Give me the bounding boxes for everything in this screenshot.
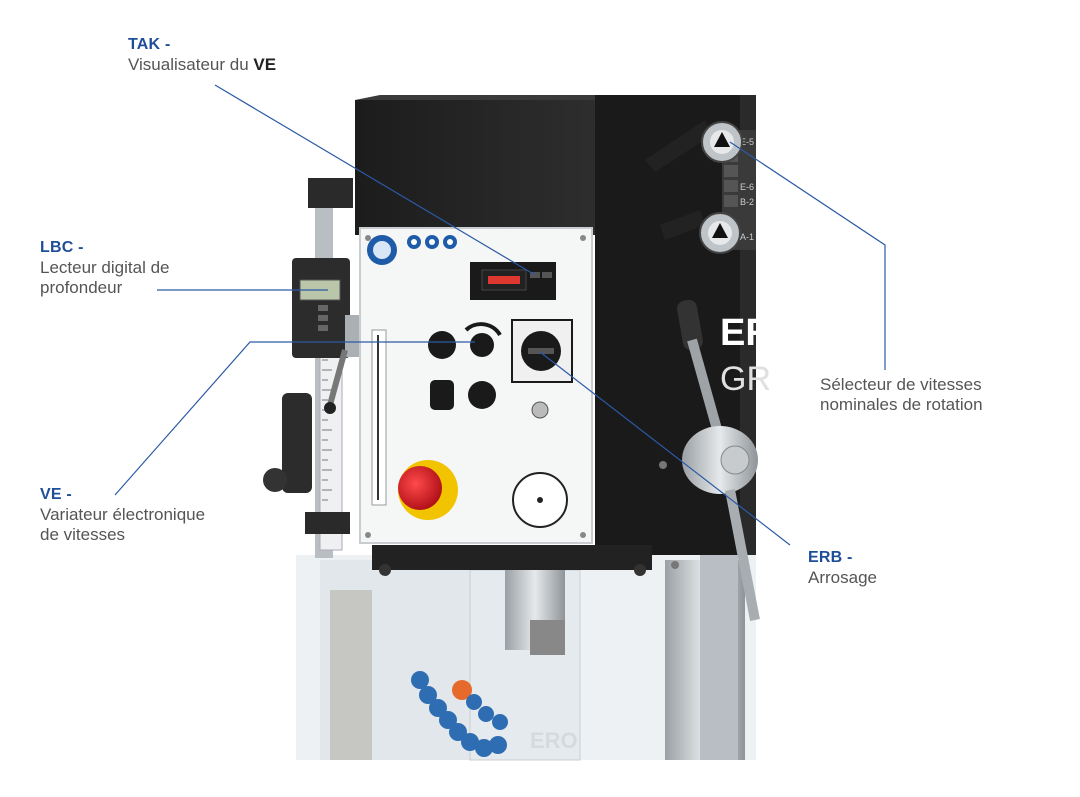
callout-tak-desc: Visualisateur du VE (128, 55, 276, 75)
ve-display-tak (470, 262, 556, 300)
emergency-stop-icon (398, 460, 458, 520)
leader-line-tak (214, 84, 536, 276)
callout-ve: VE - Variateur électronique de vitesses (40, 485, 205, 545)
brand-text-1: ER (720, 312, 773, 354)
callout-lbc-code: LBC - (40, 239, 84, 256)
callout-tak-code: TAK - (128, 36, 171, 53)
face-shield-icon (443, 235, 457, 249)
speed-selector-knob-lower (660, 210, 741, 254)
callout-erb-code: ERB - (808, 549, 853, 566)
hearing-protection-icon (407, 235, 421, 249)
callout-lbc-desc: Lecteur digital de profondeur (40, 258, 170, 297)
callout-erb-desc: Arrosage (808, 568, 877, 587)
speed-selector-knob-upper (645, 120, 743, 172)
callout-ve-code: VE - (40, 486, 72, 503)
callout-erb: ERB - Arrosage (808, 548, 877, 588)
callout-selector-desc: Sélecteur de vitesses nominales de rotat… (820, 375, 983, 414)
coolant-switch-erb (511, 319, 573, 383)
callout-lbc: LBC - Lecteur digital de profondeur (40, 238, 169, 298)
safety-glasses-icon (367, 235, 397, 265)
leader-line-selector (729, 141, 886, 370)
speed-cell-1: E-5 (740, 137, 754, 147)
svg-text:ERO: ERO (530, 728, 578, 753)
callout-tak: TAK - Visualisateur du VE (128, 35, 276, 75)
coolant-hose-icon (411, 671, 508, 757)
speed-variator-knob (464, 322, 502, 357)
brand-text-2: GR (720, 360, 771, 398)
speed-cell-4: A-1 (740, 232, 754, 242)
speed-cell-2: E-6 (740, 182, 754, 192)
leader-line-ve (114, 341, 475, 496)
digital-depth-reader (292, 258, 350, 358)
callout-ve-desc: Variateur électronique de vitesses (40, 505, 206, 544)
callout-selector: Sélecteur de vitesses nominales de rotat… (820, 375, 983, 415)
leader-line-erb (539, 351, 791, 546)
gloves-prohibited-icon (425, 235, 439, 249)
speed-cell-3: B-2 (740, 197, 754, 207)
callout-tak-desc-text: Visualisateur du (128, 55, 254, 74)
callout-tak-desc-bold: VE (253, 55, 277, 74)
